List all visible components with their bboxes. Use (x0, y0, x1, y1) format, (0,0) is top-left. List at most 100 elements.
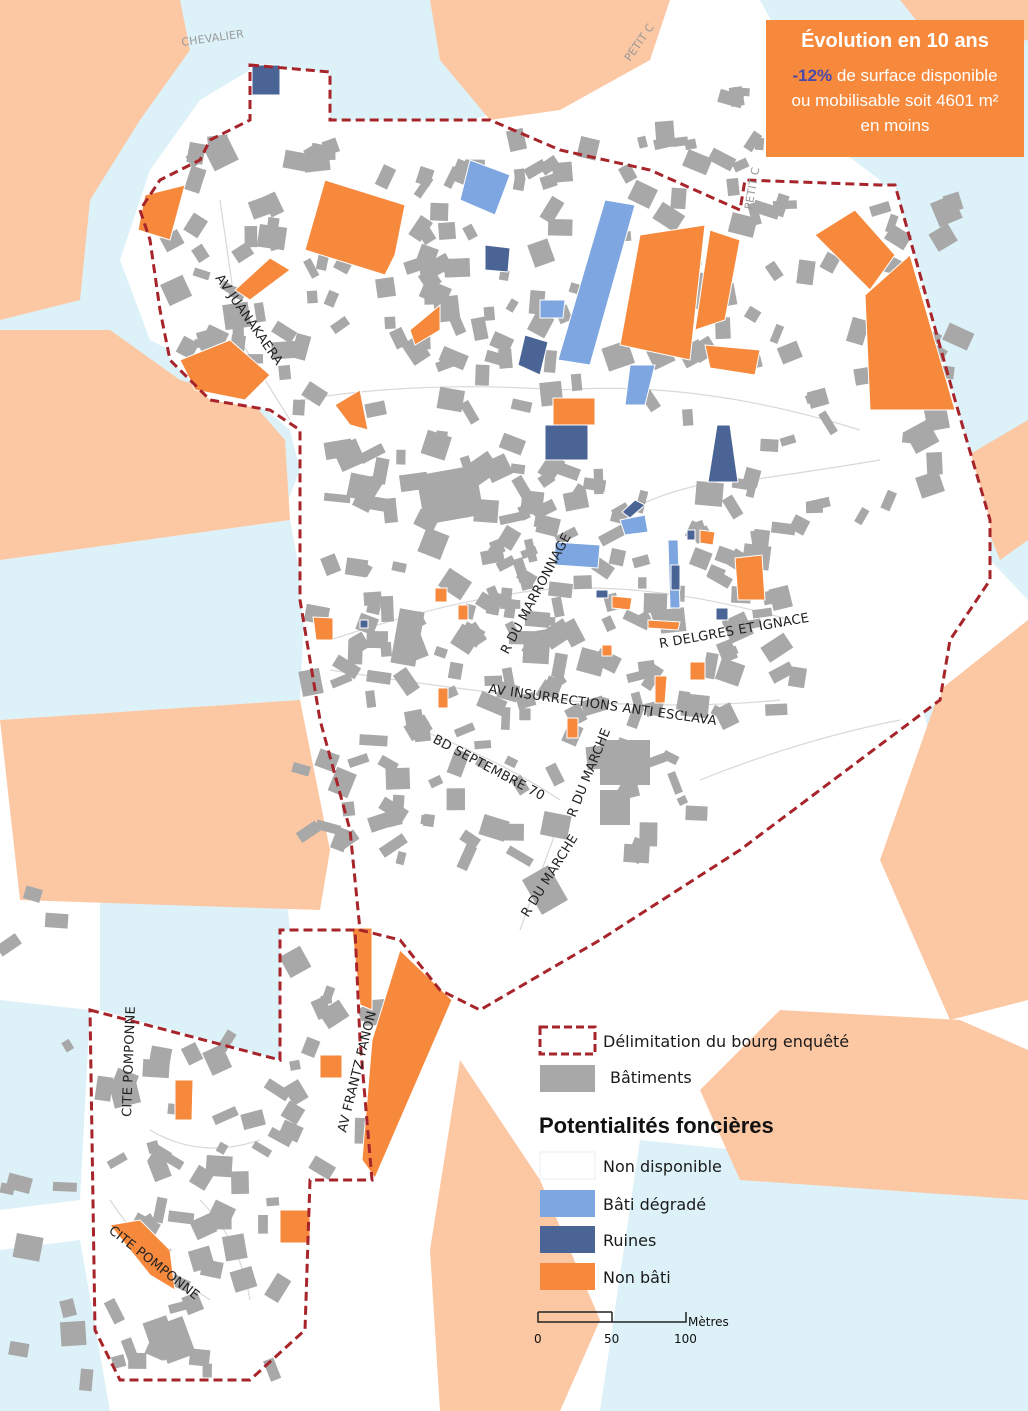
building (772, 192, 790, 218)
building (420, 814, 434, 826)
building (462, 223, 478, 241)
building (120, 1337, 139, 1361)
parcel-non-bati (319, 1054, 343, 1079)
building (219, 280, 237, 296)
building (501, 667, 516, 691)
info-line-2: ou mobilisable soit 4601 m² (791, 91, 999, 110)
scale-tick-50: 50 (604, 1332, 619, 1346)
building (484, 675, 503, 687)
building (714, 317, 731, 340)
water-area (0, 520, 305, 720)
building (714, 545, 740, 567)
building (320, 553, 342, 577)
building (184, 165, 207, 194)
building (192, 267, 211, 281)
building (222, 301, 252, 331)
building (768, 661, 796, 684)
parcel-non-bati (689, 661, 706, 681)
building (443, 260, 468, 274)
building (363, 591, 382, 606)
building (453, 722, 476, 738)
building (438, 567, 473, 601)
building (745, 482, 757, 498)
building (253, 302, 266, 323)
building (475, 757, 489, 770)
agri-area (0, 700, 330, 910)
building (611, 502, 632, 521)
building (317, 149, 336, 161)
building (631, 554, 651, 569)
building (61, 1038, 75, 1053)
legend-swatch-bati-degrade (540, 1190, 595, 1217)
building (928, 223, 958, 252)
building (437, 221, 457, 241)
building (515, 691, 537, 710)
legend: Délimitation du bourg enquêté Bâtiments … (538, 1025, 849, 1290)
info-line-1: -12% de surface disponible (766, 63, 1024, 88)
building (505, 298, 519, 313)
building (702, 652, 719, 680)
building (191, 243, 210, 264)
building (438, 345, 469, 371)
building (263, 1078, 292, 1102)
parcel-non-bati (814, 209, 896, 291)
agri-area (700, 1010, 1028, 1200)
building (573, 575, 592, 590)
building (727, 212, 758, 238)
building (680, 693, 710, 719)
building (542, 672, 567, 694)
building (904, 419, 940, 454)
building (205, 1154, 233, 1178)
building (280, 1100, 306, 1125)
building (175, 335, 200, 360)
building (282, 149, 313, 173)
building (779, 434, 797, 447)
legend-label-non-disponible: Non disponible (603, 1157, 722, 1176)
building (323, 289, 340, 308)
parcel-non-bati (179, 339, 271, 401)
building (644, 701, 659, 717)
parcel-non-bati (334, 389, 369, 431)
building (358, 475, 384, 504)
building (538, 498, 558, 517)
parcel-ruine (707, 424, 739, 483)
parcel-non-bati (137, 184, 186, 241)
building (880, 489, 897, 512)
building (522, 639, 550, 665)
building (776, 340, 803, 365)
building (110, 1354, 127, 1369)
building (446, 748, 470, 778)
building (416, 465, 484, 525)
building (380, 641, 392, 657)
building (291, 762, 311, 777)
building (500, 587, 513, 602)
building (240, 1109, 266, 1131)
building (180, 1042, 204, 1066)
building (554, 526, 579, 545)
building (147, 1144, 173, 1171)
building (522, 865, 568, 915)
building (160, 274, 193, 307)
parcel-bati-degrade (624, 364, 656, 406)
building (303, 258, 320, 279)
building (329, 826, 352, 853)
info-percent: -12% (792, 66, 833, 85)
building (626, 705, 644, 729)
building (652, 201, 686, 233)
building (189, 1213, 218, 1241)
building (168, 1299, 194, 1314)
building (283, 1079, 309, 1106)
building (327, 766, 357, 799)
building (271, 340, 296, 360)
parcel-ruine (517, 334, 549, 376)
building (661, 750, 680, 766)
legend-boundary-swatch (538, 1025, 597, 1056)
building (510, 463, 526, 475)
building (630, 691, 645, 713)
building (769, 323, 785, 345)
building (229, 1265, 258, 1293)
building (262, 191, 285, 218)
building (731, 157, 750, 173)
building (601, 339, 636, 372)
parcel-non-bati (109, 1219, 176, 1291)
